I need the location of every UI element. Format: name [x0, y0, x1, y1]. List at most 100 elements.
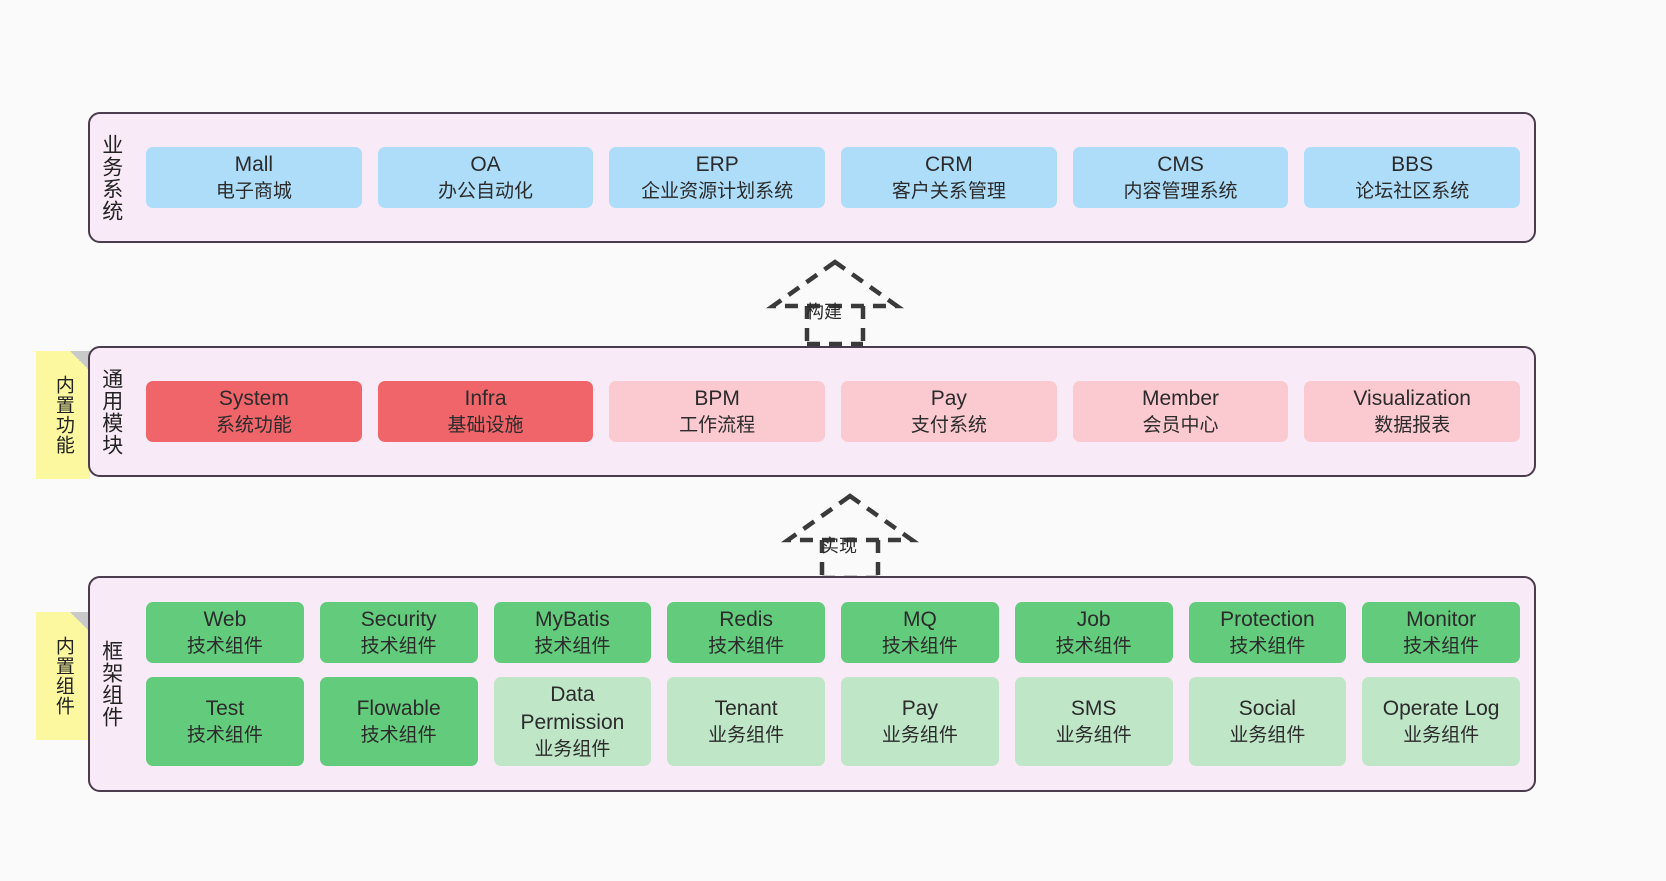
- component-desc: 技术组件: [360, 636, 437, 658]
- connector-implement: 实现: [770, 492, 930, 582]
- layer-title-business-systems: 业务系统: [99, 133, 123, 222]
- module-member[interactable]: Member 会员中心: [1072, 381, 1289, 442]
- note-label: 内置功能: [52, 375, 74, 455]
- module-name: Visualization: [1353, 387, 1471, 411]
- module-desc: 内容管理系统: [1123, 180, 1238, 202]
- module-name: OA: [470, 153, 501, 177]
- module-pay[interactable]: Pay 支付系统: [841, 381, 1057, 442]
- component-desc: 技术组件: [1055, 636, 1132, 658]
- module-desc: 工作流程: [679, 414, 756, 436]
- component-desc: 技术组件: [1229, 636, 1306, 658]
- component-test[interactable]: Test 技术组件: [146, 677, 304, 766]
- module-row: System 系统功能 Infra 基础设施 BPM 工作流程 Pay 支付系统…: [146, 381, 1521, 442]
- module-name: System: [218, 387, 289, 411]
- module-name: Mall: [234, 153, 274, 177]
- layer-title-framework-components: 框架组件: [99, 640, 123, 728]
- layer-body-business-systems: Mall 电子商城 OA 办公自动化 ERP 企业资源计划系统 CRM 客户关系…: [132, 114, 1534, 241]
- note-fold-icon: [70, 351, 90, 371]
- module-desc: 支付系统: [910, 414, 987, 436]
- component-name: Job: [1076, 608, 1111, 632]
- component-name: Pay: [901, 697, 938, 720]
- connector-label: 实现: [821, 536, 857, 556]
- module-desc: 系统功能: [215, 414, 292, 436]
- module-desc: 数据报表: [1374, 414, 1451, 436]
- module-oa[interactable]: OA 办公自动化: [377, 147, 594, 208]
- component-web[interactable]: Web 技术组件: [146, 602, 304, 664]
- module-name: CMS: [1157, 153, 1204, 177]
- component-protection[interactable]: Protection 技术组件: [1188, 602, 1347, 664]
- generalization-arrow-icon: [780, 493, 920, 581]
- component-name: MyBatis: [535, 608, 610, 632]
- component-desc: 技术组件: [186, 636, 263, 658]
- module-cms[interactable]: CMS 内容管理系统: [1072, 147, 1289, 208]
- component-security[interactable]: Security 技术组件: [319, 602, 478, 664]
- module-system[interactable]: System 系统功能: [146, 381, 362, 442]
- component-desc: 业务组件: [881, 724, 958, 746]
- module-name: Infra: [464, 387, 507, 411]
- component-desc: 业务组件: [1229, 724, 1306, 746]
- note-builtin-features: 内置功能: [36, 351, 90, 479]
- component-name: Flowable: [356, 697, 441, 720]
- component-desc: 技术组件: [708, 636, 785, 658]
- component-desc: 技术组件: [186, 724, 263, 746]
- module-erp[interactable]: ERP 企业资源计划系统: [609, 147, 826, 208]
- module-crm[interactable]: CRM 客户关系管理: [841, 147, 1057, 208]
- module-infra[interactable]: Infra 基础设施: [377, 381, 594, 442]
- component-name: Data Permission: [520, 683, 625, 734]
- component-desc: 业务组件: [1055, 724, 1132, 746]
- module-name: BPM: [694, 387, 740, 411]
- module-bbs[interactable]: BBS 论坛社区系统: [1304, 147, 1521, 208]
- module-visualization[interactable]: Visualization 数据报表: [1304, 381, 1521, 442]
- component-monitor[interactable]: Monitor 技术组件: [1362, 602, 1520, 664]
- component-social[interactable]: Social 业务组件: [1188, 677, 1347, 766]
- component-name: Security: [360, 608, 437, 632]
- note-builtin-components: 内置组件: [36, 612, 90, 740]
- component-desc: 技术组件: [881, 636, 958, 658]
- component-data-permission[interactable]: Data Permission 业务组件: [493, 677, 652, 766]
- component-job[interactable]: Job 技术组件: [1014, 602, 1173, 664]
- component-desc: 业务组件: [1403, 724, 1480, 746]
- module-desc: 企业资源计划系统: [641, 180, 794, 202]
- module-row: Test 技术组件 Flowable 技术组件 Data Permission …: [146, 677, 1520, 766]
- component-name: Monitor: [1406, 608, 1477, 632]
- component-name: Web: [203, 608, 247, 632]
- module-desc: 办公自动化: [438, 180, 534, 202]
- module-name: CRM: [924, 153, 973, 177]
- module-row: Mall 电子商城 OA 办公自动化 ERP 企业资源计划系统 CRM 客户关系…: [146, 147, 1521, 208]
- module-name: BBS: [1391, 153, 1434, 177]
- module-name: ERP: [695, 153, 739, 177]
- component-sms[interactable]: SMS 业务组件: [1014, 677, 1173, 766]
- component-name: MQ: [902, 608, 937, 632]
- module-mall[interactable]: Mall 电子商城: [146, 147, 362, 208]
- generalization-arrow-icon: [765, 259, 905, 347]
- component-redis[interactable]: Redis 技术组件: [667, 602, 825, 664]
- component-desc: 业务组件: [708, 724, 785, 746]
- component-mybatis[interactable]: MyBatis 技术组件: [493, 602, 652, 664]
- component-flowable[interactable]: Flowable 技术组件: [319, 677, 478, 766]
- component-desc: 业务组件: [534, 738, 611, 760]
- layer-body-framework-components: Web 技术组件 Security 技术组件 MyBatis 技术组件 Redi…: [132, 578, 1534, 790]
- component-tenant[interactable]: Tenant 业务组件: [667, 677, 825, 766]
- component-pay[interactable]: Pay 业务组件: [841, 677, 999, 766]
- module-desc: 电子商城: [215, 180, 292, 202]
- component-name: Social: [1238, 697, 1296, 720]
- component-desc: 技术组件: [360, 724, 437, 746]
- note-label: 内置组件: [52, 636, 74, 716]
- module-name: Member: [1142, 387, 1220, 411]
- component-name: SMS: [1070, 697, 1117, 720]
- connector-label: 构建: [806, 302, 842, 322]
- module-desc: 会员中心: [1142, 414, 1219, 436]
- connector-build: 构建: [755, 258, 915, 348]
- module-bpm[interactable]: BPM 工作流程: [609, 381, 826, 442]
- module-desc: 基础设施: [447, 414, 524, 436]
- layer-framework-components: 框架组件 Web 技术组件 Security 技术组件 MyBatis 技术组件…: [88, 576, 1536, 792]
- component-mq[interactable]: MQ 技术组件: [841, 602, 999, 664]
- component-desc: 技术组件: [1403, 636, 1480, 658]
- component-name: Redis: [719, 608, 773, 632]
- component-operate-log[interactable]: Operate Log 业务组件: [1362, 677, 1520, 766]
- component-name: Protection: [1220, 608, 1315, 632]
- module-desc: 客户关系管理: [891, 180, 1006, 202]
- layer-body-common-modules: System 系统功能 Infra 基础设施 BPM 工作流程 Pay 支付系统…: [132, 348, 1534, 475]
- layer-title-common-modules: 通用模块: [99, 367, 123, 456]
